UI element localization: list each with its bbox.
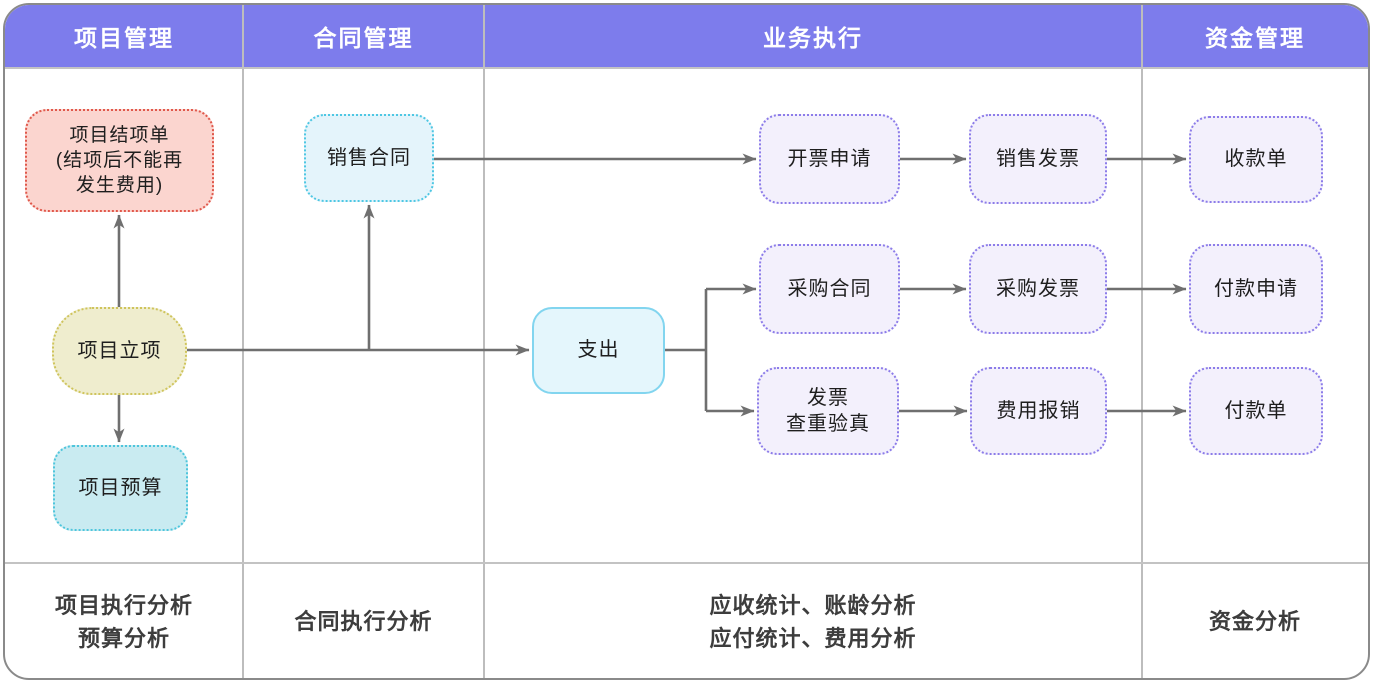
node-expense[interactable]: 支出 (532, 307, 665, 394)
lane-footer-business-analysis: 应收统计、账龄分析 应付统计、费用分析 (709, 592, 917, 651)
node-purchase-contract[interactable]: 采购合同 (759, 244, 900, 334)
node-project-closure[interactable]: 项目结项单 (结项后不能再 发生费用) (25, 109, 214, 212)
lane-header-business-execution: 业务执行 (763, 25, 863, 51)
node-purchase-invoice[interactable]: 采购发票 (969, 244, 1107, 334)
lane-footer-project-analysis: 项目执行分析 预算分析 (54, 592, 193, 651)
swimlane-frame: 项目管理 合同管理 业务执行 资金管理 项目结项单 (结项后不能再 发生费用) … (3, 3, 1370, 680)
lane-header-project-management: 项目管理 (74, 25, 174, 51)
lane-header-contract-management: 合同管理 (313, 25, 414, 51)
node-payment-request[interactable]: 付款申请 (1189, 244, 1323, 334)
node-expense-reimbursement[interactable]: 费用报销 (970, 367, 1107, 455)
lane-divider-1 (242, 5, 244, 678)
lane-header-fund-management: 资金管理 (1205, 25, 1305, 51)
node-payment-note[interactable]: 付款单 (1189, 367, 1323, 455)
node-sales-contract[interactable]: 销售合同 (304, 114, 434, 202)
lane-footer-fund-analysis: 资金分析 (1208, 609, 1301, 634)
node-invoice-check[interactable]: 发票 查重验真 (757, 367, 899, 455)
node-receipt-note[interactable]: 收款单 (1189, 116, 1323, 203)
lane-divider-2 (483, 5, 485, 678)
lane-divider-3 (1141, 5, 1143, 678)
node-project-budget[interactable]: 项目预算 (53, 445, 188, 531)
node-sales-invoice[interactable]: 销售发票 (969, 114, 1107, 204)
node-invoice-request[interactable]: 开票申请 (759, 114, 900, 204)
lane-footer-contract-analysis: 合同执行分析 (294, 609, 433, 634)
node-project-initiation[interactable]: 项目立项 (52, 307, 187, 395)
footer-divider (5, 562, 1368, 564)
header-divider (5, 67, 1368, 69)
header-band (5, 5, 1368, 67)
